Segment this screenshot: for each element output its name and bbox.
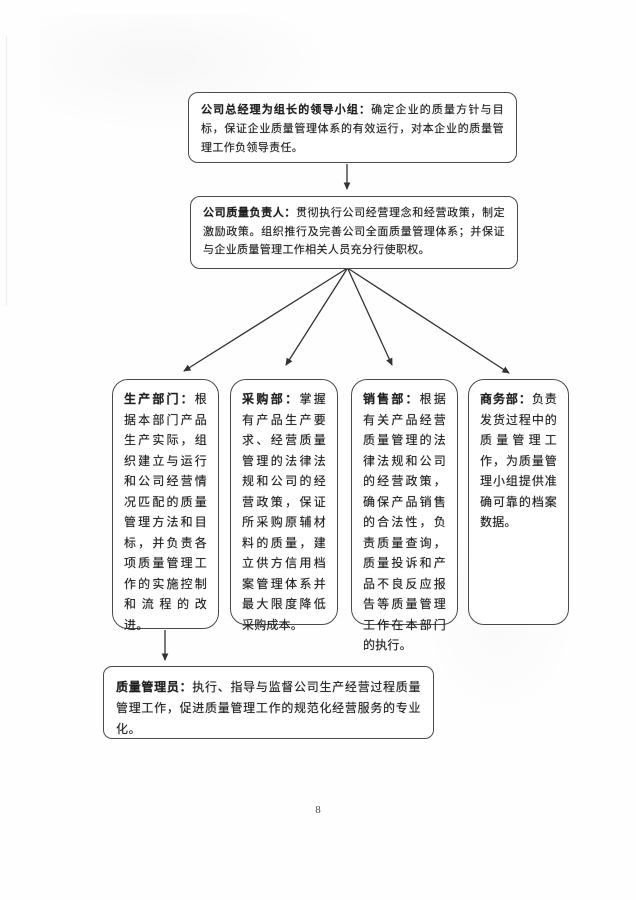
scan-edge-artifact <box>6 36 7 306</box>
leadership-group-body: 确定企业的质量方针与目标，保证企业质量管理体系的有效运行，对本企业的质量管理工作… <box>201 104 504 154</box>
quality-admin-box: 质量管理员：执行、指导与监督公司生产经营过程质量管理工作，促进质量管理工作的规范… <box>103 666 434 739</box>
arrow-to-sales <box>347 268 393 366</box>
arrow-to-commerce <box>348 268 510 374</box>
dept-box-production: 生产部门：根据本部门产品生产实际，组织建立与运行和公司经营情况匹配的质量管理方法… <box>112 379 219 632</box>
arrow-to-purchasing <box>285 268 348 366</box>
dept-production-title: 生产部门： <box>124 392 195 406</box>
quality-admin-body: 执行、指导与监督公司生产经营过程质量管理工作，促进质量管理工作的规范化经营服务的… <box>116 680 421 736</box>
dept-purchasing-text: 采购部：掌握有产品生产要求、经营质量管理的法律法规和公司的经营政策，保证所采购原… <box>242 389 326 635</box>
dept-commerce-text: 商务部：负责发货过程中的质量管理工作，为质量管理小组提供准确可靠的档案数据。 <box>480 389 557 533</box>
dept-production-body: 根据本部门产品生产实际，组织建立与运行和公司经营情况匹配的质量管理方法和目标，并… <box>124 392 207 632</box>
quality-admin-title: 质量管理员： <box>116 680 193 694</box>
dept-purchasing-title: 采购部： <box>242 392 300 406</box>
quality-admin-text: 质量管理员：执行、指导与监督公司生产经营过程质量管理工作，促进质量管理工作的规范… <box>116 677 421 740</box>
dept-box-sales: 销售部：根据有关产品经营质量管理的法律法规和公司的经营政策，确保产品销售的合法性… <box>351 379 458 652</box>
dept-purchasing-body: 掌握有产品生产要求、经营质量管理的法律法规和公司的经营政策，保证所采购原辅材料的… <box>242 392 326 632</box>
dept-production-text: 生产部门：根据本部门产品生产实际，组织建立与运行和公司经营情况匹配的质量管理方法… <box>124 389 207 635</box>
dept-box-commerce: 商务部：负责发货过程中的质量管理工作，为质量管理小组提供准确可靠的档案数据。 <box>468 379 569 625</box>
dept-sales-title: 销售部： <box>363 392 420 406</box>
dept-commerce-body: 负责发货过程中的质量管理工作，为质量管理小组提供准确可靠的档案数据。 <box>480 392 557 529</box>
dept-box-purchasing: 采购部：掌握有产品生产要求、经营质量管理的法律法规和公司的经营政策，保证所采购原… <box>230 379 338 632</box>
quality-lead-box: 公司质量负责人：贯彻执行公司经营理念和经营政策，制定激励政策。组织推行及完善公司… <box>190 196 518 269</box>
dept-commerce-title: 商务部： <box>480 392 532 406</box>
page-number: 8 <box>315 804 321 816</box>
dept-sales-text: 销售部：根据有关产品经营质量管理的法律法规和公司的经营政策，确保产品销售的合法性… <box>363 389 446 656</box>
quality-lead-text: 公司质量负责人：贯彻执行公司经营理念和经营政策，制定激励政策。组织推行及完善公司… <box>203 204 505 260</box>
leadership-group-text: 公司总经理为组长的领导小组：确定企业的质量方针与目标，保证企业质量管理体系的有效… <box>201 101 504 158</box>
leadership-group-title: 公司总经理为组长的领导小组： <box>201 104 372 116</box>
quality-lead-body: 贯彻执行公司经营理念和经营政策，制定激励政策。组织推行及完善公司全面质量管理体系… <box>203 207 505 256</box>
arrow-to-production <box>183 268 347 372</box>
quality-lead-title: 公司质量负责人： <box>203 207 296 219</box>
leadership-group-box: 公司总经理为组长的领导小组：确定企业的质量方针与目标，保证企业质量管理体系的有效… <box>188 92 517 163</box>
dept-sales-body: 根据有关产品经营质量管理的法律法规和公司的经营政策，确保产品销售的合法性，负责质… <box>363 392 446 652</box>
